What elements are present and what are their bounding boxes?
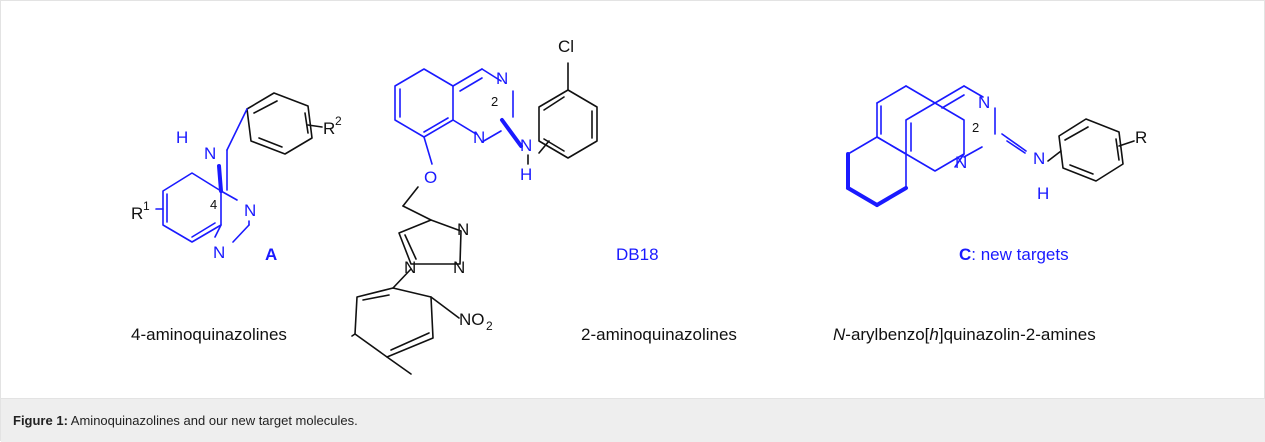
atom-triazole-n1: N bbox=[404, 258, 416, 277]
structure-a: H N R 2 R 1 N N 4 A 4-aminoquinazolines bbox=[131, 92, 342, 344]
atom-n3: N bbox=[978, 93, 990, 112]
atom-n1: N bbox=[213, 243, 225, 262]
atom-r2-sup: 2 bbox=[335, 114, 342, 128]
db18-aryl-ring bbox=[538, 62, 598, 159]
atom-cl: Cl bbox=[558, 37, 574, 56]
atom-n3: N bbox=[496, 69, 508, 88]
atom-n-amine: N bbox=[204, 144, 216, 163]
structure-a-class-label: 4-aminoquinazolines bbox=[131, 325, 287, 344]
chemical-scheme: H N R 2 R 1 N N 4 A 4-aminoquinazolines bbox=[131, 37, 1147, 375]
structure-db18: Cl N N 2 N H O N N N NO 2 DB18 2-aminoqu… bbox=[351, 37, 737, 375]
atom-r2: R bbox=[323, 119, 335, 138]
db18-triazole bbox=[398, 219, 462, 265]
caption-label: Figure 1: bbox=[13, 413, 68, 428]
atom-n1: N bbox=[955, 153, 967, 172]
structure-c-atom-labels: N N 2 N H R bbox=[955, 93, 1147, 203]
atom-h: H bbox=[520, 165, 532, 184]
position-number: 2 bbox=[972, 120, 979, 135]
atom-o: O bbox=[424, 168, 437, 187]
figure-caption: Figure 1: Aminoquinazolines and our new … bbox=[1, 398, 1265, 442]
position-number: 4 bbox=[210, 197, 217, 212]
atom-r: R bbox=[1135, 128, 1147, 147]
atom-n1: N bbox=[473, 128, 485, 147]
atom-no2: NO bbox=[459, 310, 485, 329]
structure-a-atom-labels: H N R 2 R 1 N N 4 bbox=[131, 114, 342, 262]
atom-h: H bbox=[176, 128, 188, 147]
atom-n-amine: N bbox=[520, 136, 532, 155]
db18-id: DB18 bbox=[616, 245, 659, 264]
atom-n3: N bbox=[244, 201, 256, 220]
structure-c-aryl-ring bbox=[1047, 118, 1135, 182]
db18-atom-labels: Cl N N 2 N H O N N N NO 2 bbox=[404, 37, 574, 333]
atom-triazole-n2: N bbox=[453, 258, 465, 277]
db18-linker bbox=[402, 136, 529, 221]
position-number: 2 bbox=[491, 94, 498, 109]
structure-c-benzoquinazoline bbox=[846, 85, 1027, 207]
atom-r1-sup: 1 bbox=[143, 199, 150, 213]
atom-r1: R bbox=[131, 204, 143, 223]
structure-c: N N 2 N H R C: new targets N-arylbenzo[h… bbox=[833, 85, 1147, 344]
structure-a-aryl-ring bbox=[246, 92, 323, 155]
db18-quinazoline bbox=[394, 68, 523, 148]
atom-triazole-n3: N bbox=[457, 220, 469, 239]
structure-c-id-suffix: : new targets bbox=[971, 245, 1068, 264]
db18-class-label: 2-aminoquinazolines bbox=[581, 325, 737, 344]
structure-c-class-label: N-arylbenzo[h]quinazolin-2-amines bbox=[833, 325, 1096, 344]
atom-no2-sub: 2 bbox=[486, 319, 493, 333]
structure-a-quinazoline bbox=[155, 108, 250, 243]
structure-a-id: A bbox=[265, 245, 277, 264]
atom-h: H bbox=[1037, 184, 1049, 203]
atom-n-amine: N bbox=[1033, 149, 1045, 168]
db18-nitroaryl bbox=[351, 268, 460, 375]
caption-text: Aminoquinazolines and our new target mol… bbox=[67, 413, 358, 428]
structure-c-id: C bbox=[959, 245, 971, 264]
structure-c-id-line: C: new targets bbox=[959, 245, 1069, 264]
